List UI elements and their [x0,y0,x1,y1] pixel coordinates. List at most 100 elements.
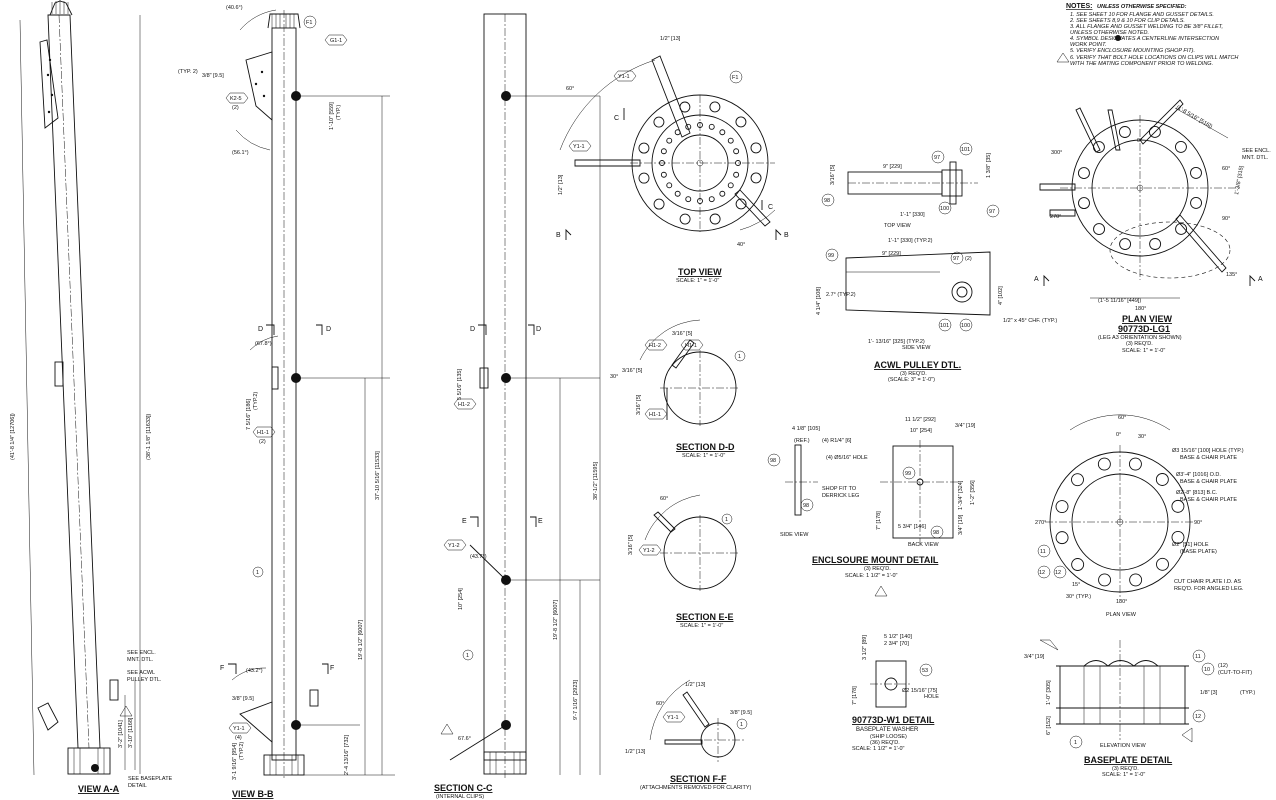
section-dd-title: SECTION D-D [676,442,735,452]
bolt-hole [1128,457,1142,471]
svg-text:(2): (2) [965,256,972,262]
gusset-plate [37,702,59,731]
svg-text:1'-10" [559]: 1'-10" [559] [329,102,335,130]
svg-text:101: 101 [940,323,949,329]
svg-text:3/8" [9.5]: 3/8" [9.5] [730,710,752,716]
svg-text:1'- 13/16" [325] (TYP.2): 1'- 13/16" [325] (TYP.2) [868,339,925,345]
svg-text:ELEVATION VIEW: ELEVATION VIEW [1100,743,1146,749]
section-mark: A [1034,276,1039,283]
bolt-hole [1077,167,1090,180]
bolt-hole [1055,531,1069,545]
svg-text:40°: 40° [737,242,745,248]
note-line: WORK POINT. [1070,42,1106,48]
svg-text:3/16" [5]: 3/16" [5] [622,368,643,374]
svg-text:(ATTACHMENTS REMOVED FOR CLARI: (ATTACHMENTS REMOVED FOR CLARITY) [640,785,751,791]
section-mark: F [220,665,224,672]
bolt-hole [666,182,673,189]
svg-text:60°: 60° [656,701,664,707]
svg-text:7" [178]: 7" [178] [852,686,858,705]
svg-text:9'-7 1/16" [2923]: 9'-7 1/16" [2923] [573,680,579,720]
top-flange [49,0,73,16]
svg-text:SEE ENCL.: SEE ENCL. [1242,148,1271,154]
svg-text:SCALE: 1 1/2" = 1'-0": SCALE: 1 1/2" = 1'-0" [845,573,898,579]
svg-text:1'-1" [330] (TYP.2): 1'-1" [330] (TYP.2) [888,238,933,244]
svg-text:67.6°: 67.6° [458,736,471,742]
svg-text:SCALE: 1" = 1'-0": SCALE: 1" = 1'-0" [680,623,723,629]
svg-text:(56.1°): (56.1°) [232,150,249,156]
svg-text:(1'-8 5/16" [516]): (1'-8 5/16" [516]) [1175,105,1213,131]
revision-triangle-icon [874,585,888,597]
washer-detail: 5 1/2" [140] 2 3/4" [70] 3 1/2" [89] 7" … [852,634,939,752]
svg-text:100: 100 [961,323,970,329]
svg-text:SCALE: 1" = 1'-0": SCALE: 1" = 1'-0" [676,278,719,284]
svg-text:Ø3'-4" [1016] O.D.: Ø3'-4" [1016] O.D. [1176,472,1221,478]
svg-text:98: 98 [933,530,939,536]
svg-text:10: 10 [1204,667,1210,673]
baseplate-title: BASEPLATE DETAIL [1084,755,1173,765]
svg-text:37'-10 5/16" [11533]: 37'-10 5/16" [11533] [375,451,381,500]
svg-text:15°: 15° [1072,582,1080,588]
svg-text:G1-1: G1-1 [330,38,342,44]
svg-text:97: 97 [934,155,940,161]
svg-text:3/4" [19]: 3/4" [19] [958,514,964,535]
acwl-pulley-detail: 9" [229] 1'-1" [330] 3/16" [5] 1 3/8" [3… [816,142,1057,383]
bolt-hole [709,101,721,113]
svg-text:1/2" x 45° CHF. (TYP.): 1/2" x 45° CHF. (TYP.) [1003,318,1057,324]
svg-text:(3) REQ'D.: (3) REQ'D. [1112,766,1139,772]
bolt-hole [653,116,665,128]
svg-text:F1: F1 [306,20,312,26]
svg-text:98: 98 [824,198,830,204]
note-line: 1. SEE SHEET 10 FOR FLANGE AND GUSSET DE… [1070,12,1214,18]
bolt-hole [1190,196,1203,209]
bolt-hole [1155,473,1169,486]
svg-text:1/2" [13]: 1/2" [13] [660,36,681,42]
svg-text:(TYP.2): (TYP.2) [253,392,259,410]
section-ff: 60° 1/2" [13] 3/8" [9.5] 1/2" [13] Y1-1 … [625,679,752,791]
svg-text:10" [254]: 10" [254] [458,588,464,610]
svg-text:(4): (4) [235,735,242,741]
svg-text:BASE & CHAIR PLATE: BASE & CHAIR PLATE [1180,455,1237,461]
svg-text:(43.2°): (43.2°) [246,668,263,674]
svg-text:2.7° (TYP.2): 2.7° (TYP.2) [826,292,856,298]
svg-text:11 1/2" [292]: 11 1/2" [292] [905,417,936,423]
bolt-hole [1098,573,1112,587]
bolt-hole [708,196,715,203]
dim-total: (38'-1 1/8" [11633]) [146,414,152,460]
svg-text:53: 53 [922,668,928,674]
section-mark: F [330,665,334,672]
section-mark: D [536,326,541,333]
svg-text:(2): (2) [259,439,266,445]
svg-text:(40.6°): (40.6°) [226,5,243,11]
svg-text:4 1/8" [105]: 4 1/8" [105] [792,426,820,432]
svg-text:3/16" [5]: 3/16" [5] [830,164,836,185]
svg-text:12: 12 [1039,570,1045,576]
svg-text:3'-2" [1041]: 3'-2" [1041] [118,720,124,748]
svg-text:(3) REQ'D.: (3) REQ'D. [900,371,927,377]
svg-text:60°: 60° [1222,166,1230,172]
enclosure-title: ENCLSOURE MOUNT DETAIL [812,555,939,565]
svg-text:30°: 30° [610,374,618,380]
section-mark: B [556,232,561,239]
svg-text:1'-1" [330]: 1'-1" [330] [900,212,925,218]
svg-text:SCALE: 1" = 1'-0": SCALE: 1" = 1'-0" [1122,348,1165,354]
svg-text:(REF.): (REF.) [794,438,810,444]
bolt-hole [733,171,740,178]
note-line: 6. VERIFY THAT BOLT HOLE LOCATIONS ON CL… [1070,55,1238,61]
svg-text:Y1-1: Y1-1 [233,726,245,732]
section-cc-title: SECTION C-C [434,783,493,793]
section-ee: 60° 3/16" [5] Y1-2 1 SECTION E-E SCALE: … [628,494,740,629]
svg-text:1: 1 [738,354,741,360]
svg-text:101: 101 [961,147,970,153]
acwl-title: ACWL PULLEY DTL. [874,360,961,370]
section-ee-title: SECTION E-E [676,612,734,622]
bolt-hole [727,137,734,144]
svg-text:H1-2: H1-2 [649,343,661,349]
svg-text:180°: 180° [1135,306,1146,312]
svg-text:3'-1 9/16" [954]: 3'-1 9/16" [954] [232,743,238,780]
bolt-hole [1078,197,1090,210]
bolt-hole [1097,457,1111,471]
bolt-hole [1175,222,1188,235]
svg-text:(LEG A3 ORIENTATION SHOWN): (LEG A3 ORIENTATION SHOWN) [1098,335,1182,341]
svg-text:(4) R1/4" [6]: (4) R1/4" [6] [822,438,852,444]
